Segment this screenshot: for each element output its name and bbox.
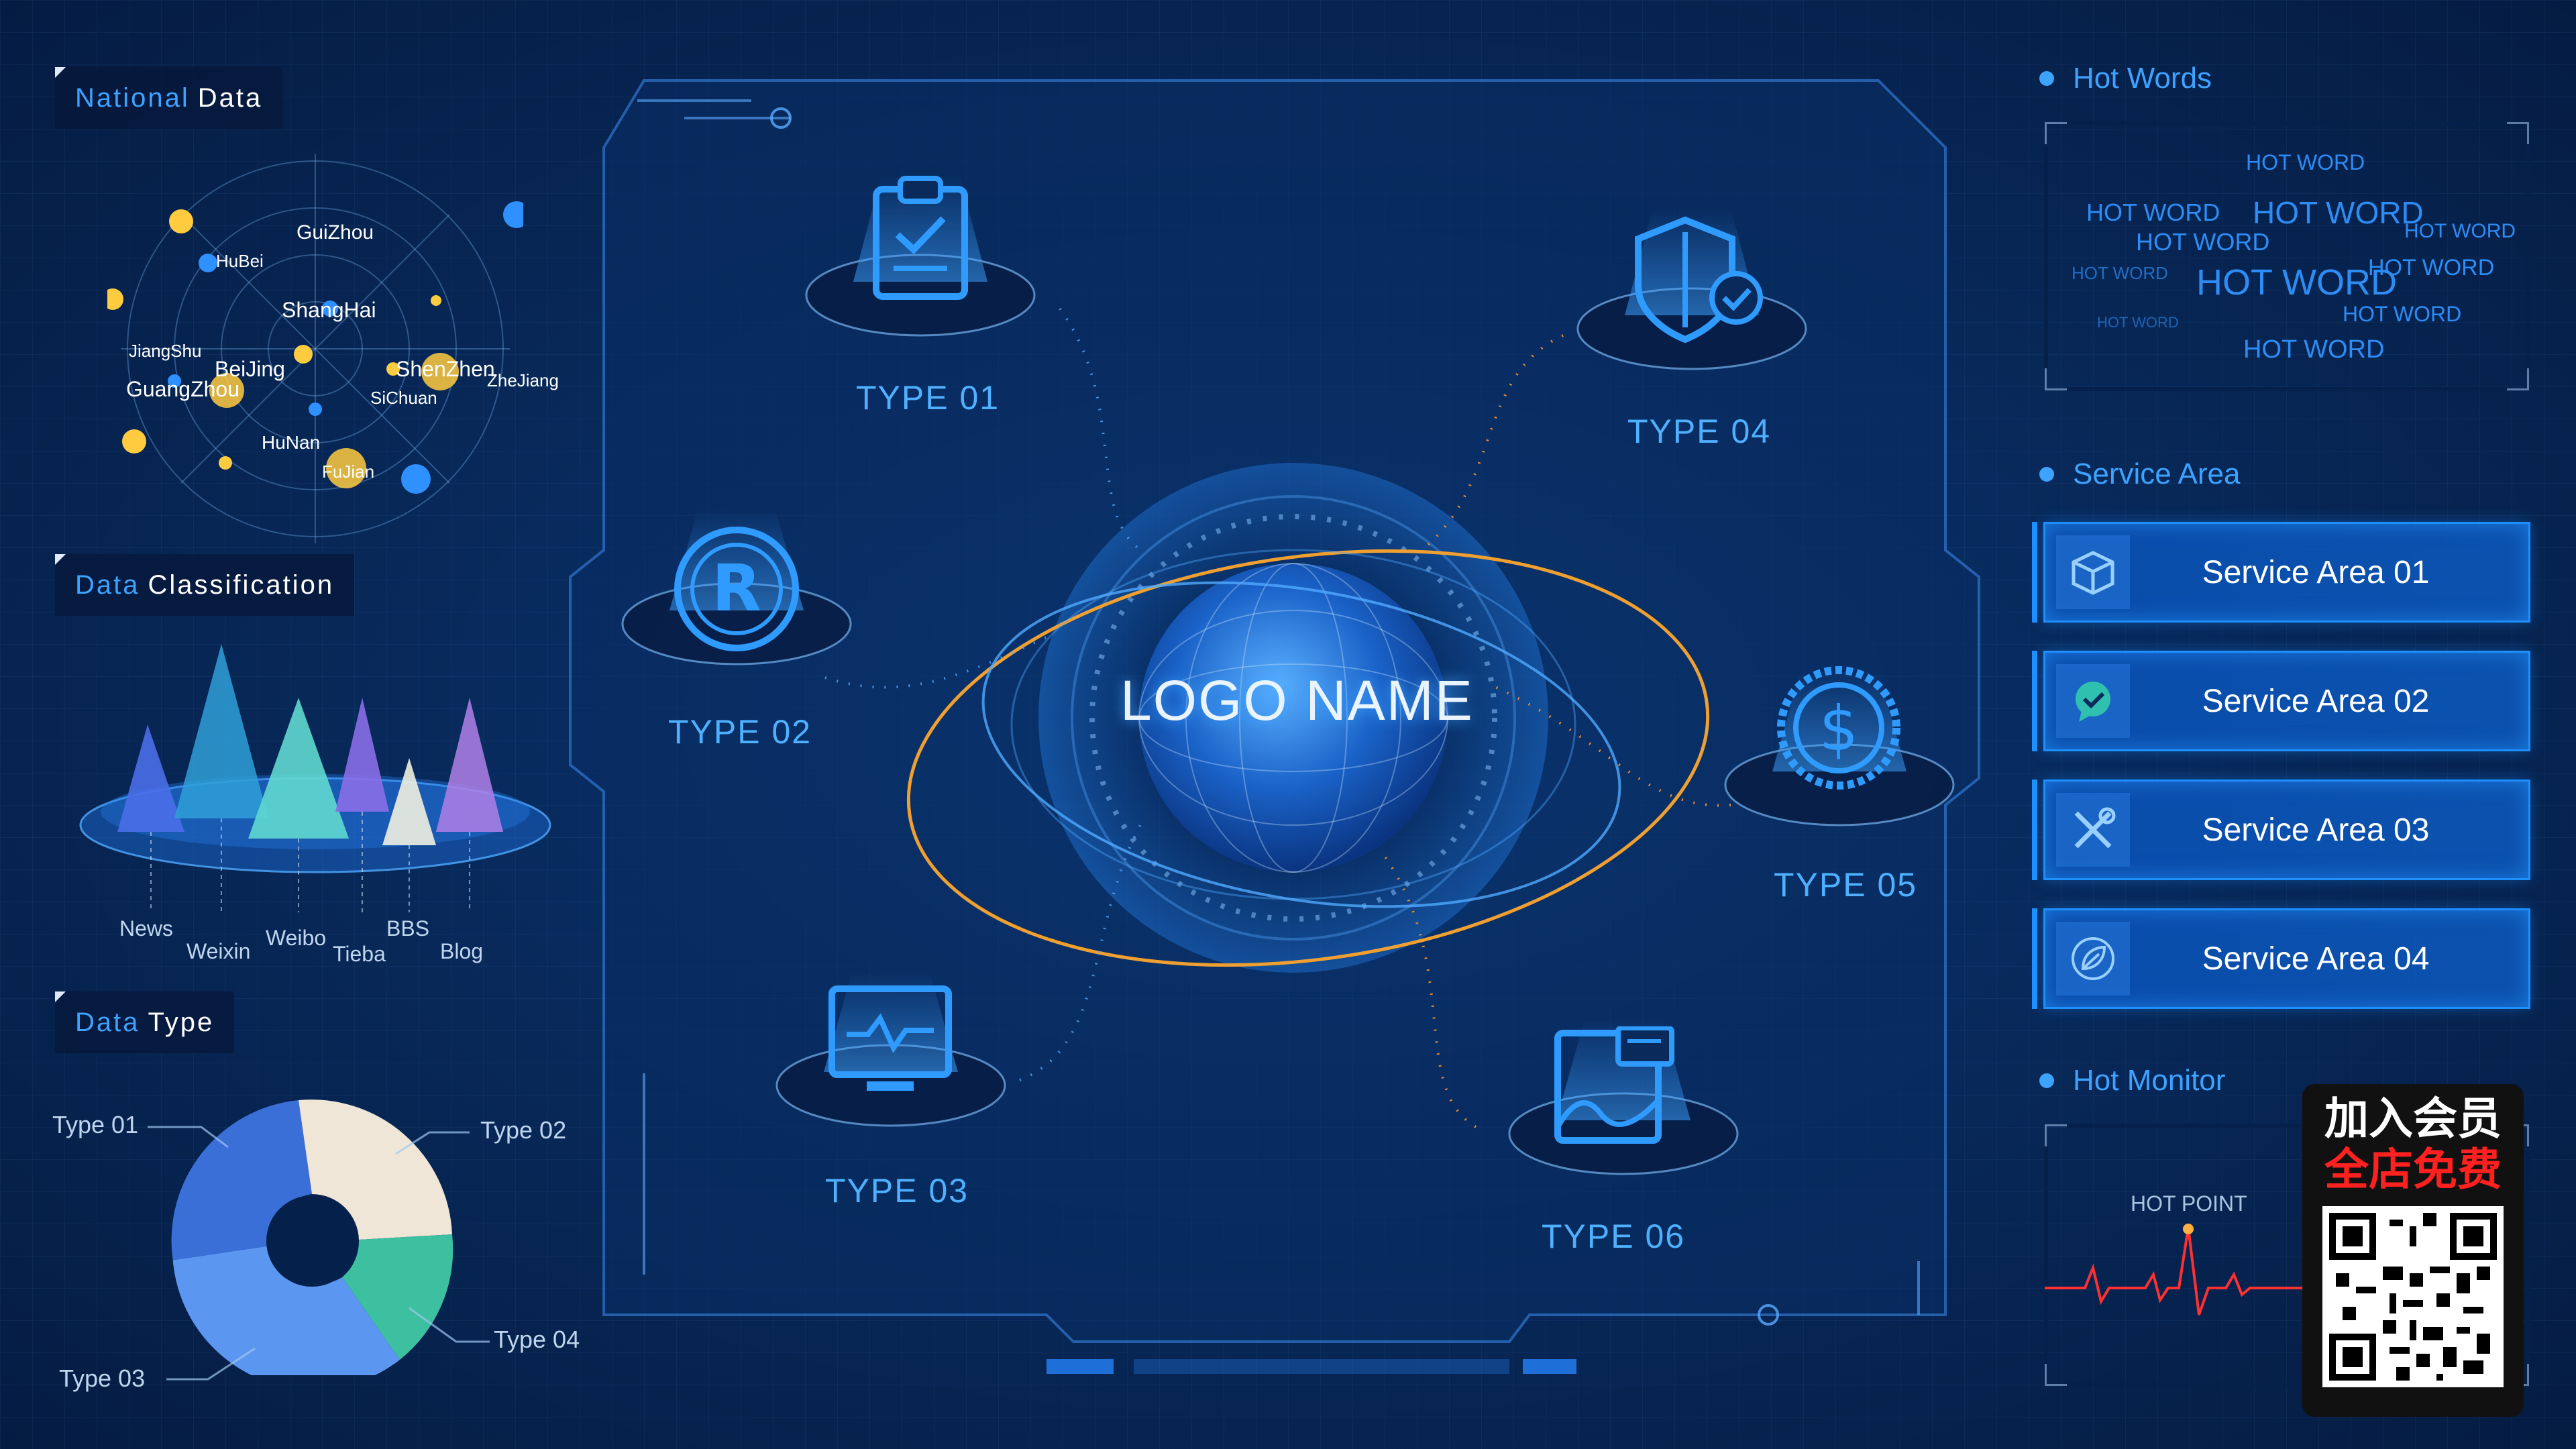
donut-chart [171,1099,453,1375]
dollar-coin-icon[interactable]: $ [1775,664,1902,792]
hot-monitor-box [2044,1124,2530,1387]
national-data-title: National Data [55,67,283,129]
promo-line2: 全店免费 [2324,1144,2502,1195]
national-radar [107,154,523,543]
svg-text:$: $ [1819,693,1859,765]
hot-word[interactable]: HOT WORD [2368,255,2495,280]
leaf-icon [2056,922,2130,996]
province-label: BeiJing [215,357,285,381]
province-label: JiangShu [129,341,202,361]
logo-name: LOGO NAME [1120,669,1474,732]
service-area-button-04[interactable]: Service Area 04 [2032,908,2530,1009]
bullet-dot [2039,467,2054,482]
hot-word[interactable]: HOT WORD [2246,150,2365,174]
title-rest: Type [148,1007,215,1037]
title-highlight: Data [75,1007,140,1037]
service-area-label: Service Area 04 [2202,941,2430,977]
registered-icon[interactable]: R [669,522,804,656]
title-rest: Data [197,83,263,113]
hot-word[interactable]: HOT WORD [2196,262,2397,303]
hot-word[interactable]: HOT WORD [2404,220,2516,242]
hot-point-label: HOT POINT [2131,1191,2247,1216]
donut-label: Type 03 [59,1364,146,1392]
hot-word[interactable]: HOT WORD [2072,263,2168,283]
type-05-label[interactable]: TYPE 05 [1774,866,1918,904]
service-area-button-02[interactable]: Service Area 02 [2032,651,2530,751]
monitor-pulse-icon[interactable] [826,983,954,1104]
donut-label: Type 01 [52,1111,139,1138]
province-label: ZheJiang [487,370,559,390]
category-label: Weibo [266,926,327,950]
data-classification-title: Data Classification [55,554,355,616]
province-label: ShangHai [282,298,376,322]
pulse-line [2045,1224,2306,1316]
hot-monitor-title: Hot Monitor [2073,1064,2226,1097]
donut-slice-type-03 [172,1245,400,1375]
province-label: FuJian [322,462,375,482]
data-type-title: Data Type [55,991,235,1053]
type-02-label[interactable]: TYPE 02 [668,713,812,751]
category-label: News [119,916,174,941]
donut-label: Type 02 [480,1116,567,1144]
category-label: Tieba [333,942,386,966]
service-area-label: Service Area 02 [2202,683,2430,719]
province-label: HuBei [216,251,264,271]
hot-words-heading: Hot Words [2039,62,2212,95]
promo-line1: 加入会员 [2324,1093,2502,1144]
donut-label: Type 04 [494,1326,580,1353]
hot-word[interactable]: HOT WORD [2243,335,2385,364]
service-area-button-01[interactable]: Service Area 01 [2032,522,2530,623]
service-area-button-03[interactable]: Service Area 03 [2032,780,2530,880]
pyramid-chart [79,644,551,912]
hot-word[interactable]: HOT WORD [2086,199,2220,226]
hot-word[interactable]: HOT WORD [2097,314,2179,331]
hot-word[interactable]: HOT WORD [2253,195,2424,230]
hot-word[interactable]: HOT WORD [2343,302,2462,326]
shield-check-icon[interactable] [1631,212,1766,346]
svg-text:R: R [712,551,761,626]
type-06-label[interactable]: TYPE 06 [1542,1218,1686,1255]
chat-check-icon [2056,664,2130,738]
tools-icon [2056,793,2130,867]
clipboard-check-icon[interactable] [867,173,974,301]
type-01-label[interactable]: TYPE 01 [856,379,1000,417]
province-label: GuiZhou [297,221,374,244]
donut-slice-type-01 [171,1100,312,1260]
qr-code-icon[interactable] [2322,1206,2504,1387]
title-highlight: National [75,83,190,113]
donut-slice-type-02 [299,1099,452,1240]
service-area-title: Service Area [2073,458,2241,490]
province-label: HuNan [262,432,321,453]
service-area-heading: Service Area [2039,458,2240,491]
chart-chat-icon[interactable] [1554,1026,1674,1147]
category-label: Weixin [186,939,251,963]
promo-badge[interactable]: 加入会员 全店免费 [2302,1084,2524,1417]
hot-monitor-heading: Hot Monitor [2039,1064,2225,1097]
category-label: Blog [440,939,484,963]
province-label: GuangZhou [126,377,240,401]
category-label: BBS [386,916,430,941]
hot-words-box [2044,121,2530,391]
type-03-label[interactable]: TYPE 03 [825,1172,969,1210]
title-rest: Classification [148,570,335,600]
cube-icon [2056,535,2130,609]
title-highlight: Data [75,570,140,600]
service-area-label: Service Area 03 [2202,812,2430,848]
type-04-label[interactable]: TYPE 04 [1627,413,1772,450]
province-label: ShenZhen [396,357,495,381]
bullet-dot [2039,71,2054,86]
bullet-dot [2039,1073,2054,1088]
hot-words-title: Hot Words [2073,62,2212,95]
province-label: SiChuan [370,388,437,408]
service-area-label: Service Area 01 [2202,554,2430,590]
hot-word[interactable]: HOT WORD [2136,228,2270,256]
